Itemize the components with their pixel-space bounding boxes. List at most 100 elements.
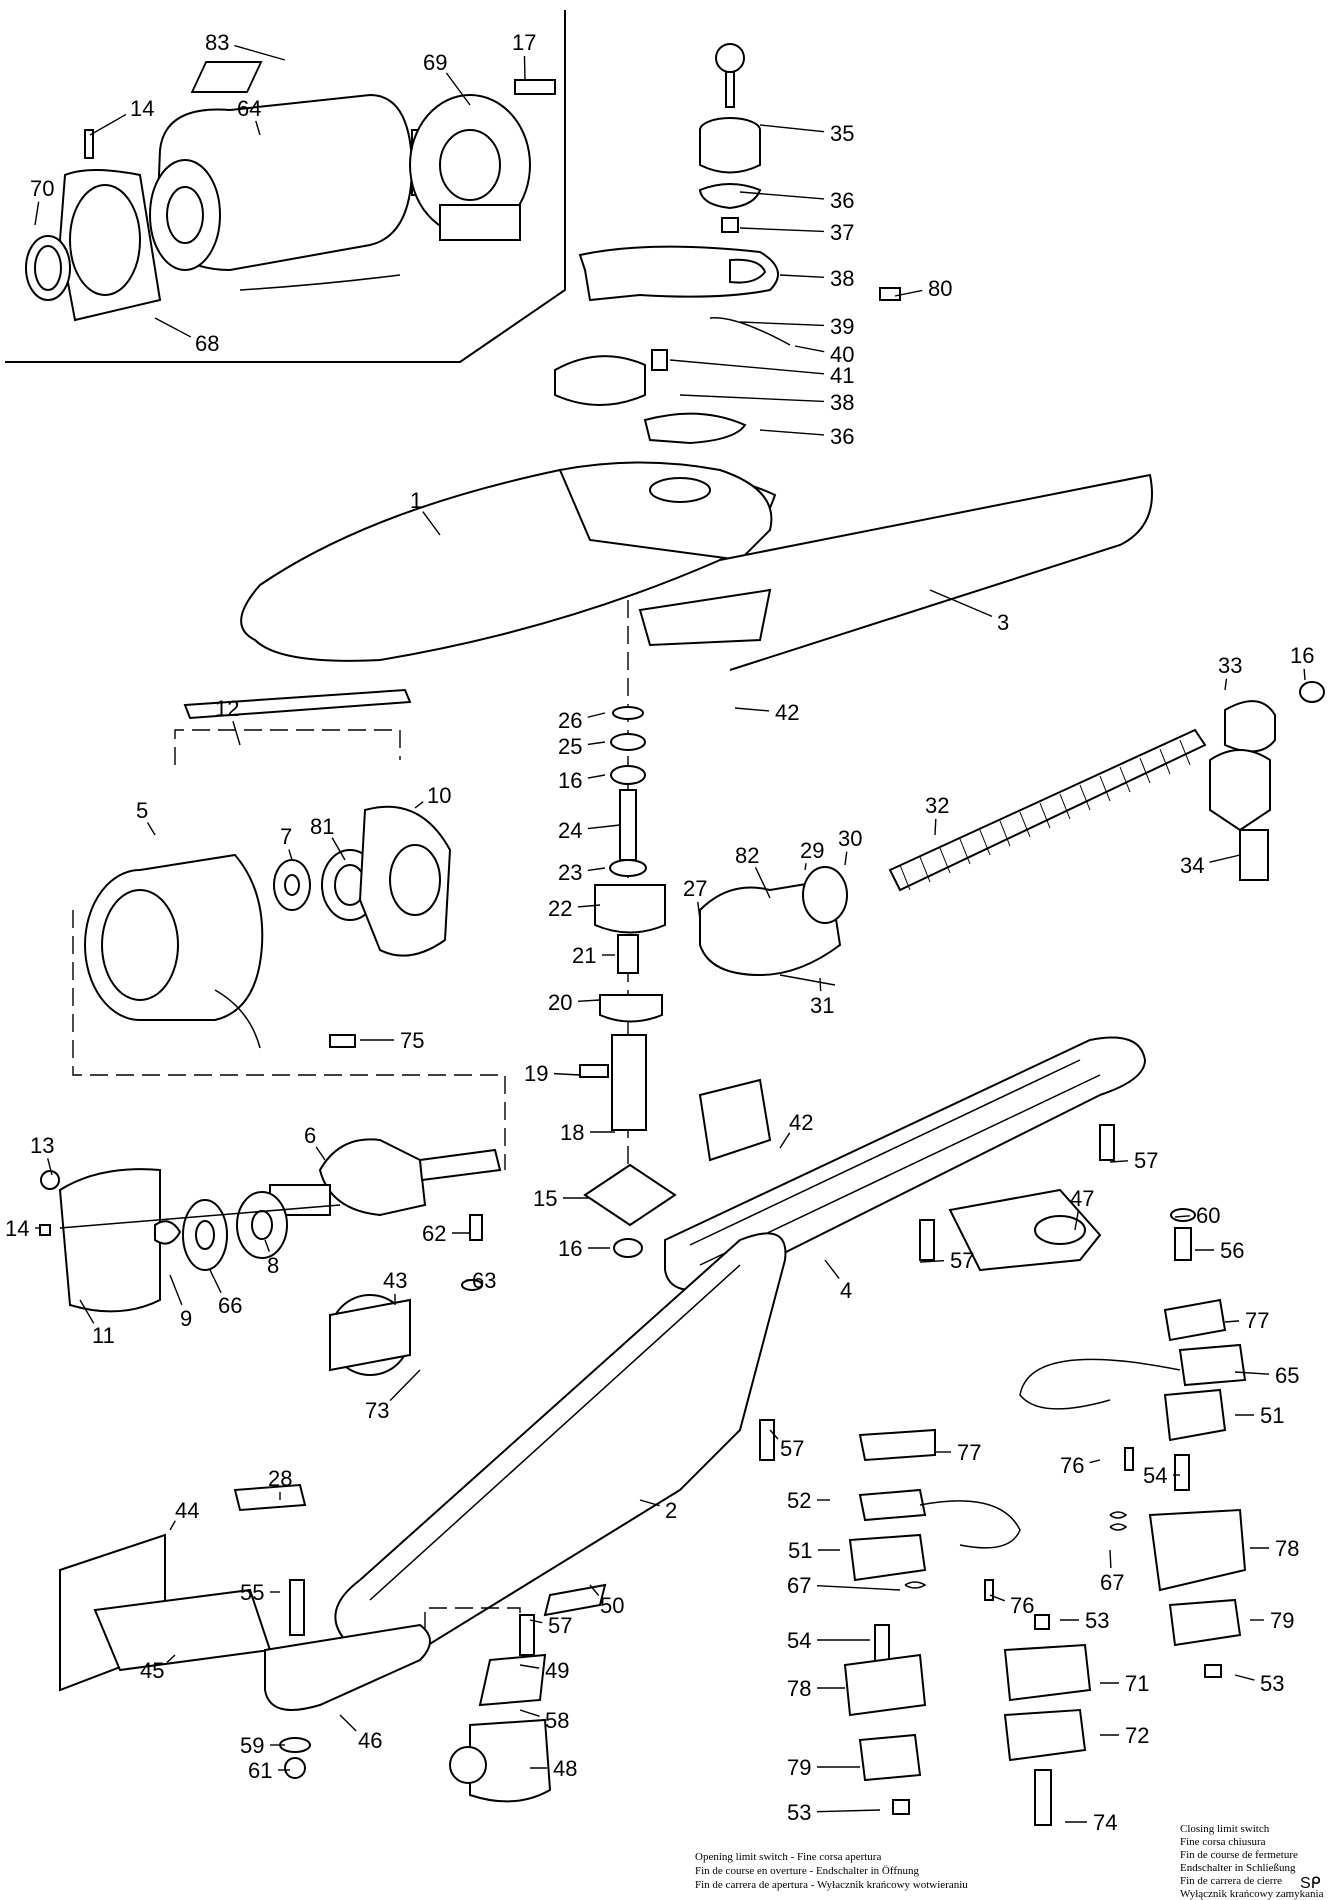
part-label-30: 30 xyxy=(838,826,862,851)
leader-line-64 xyxy=(255,120,261,136)
part-label-15: 15 xyxy=(533,1186,557,1211)
motor-inset-frame xyxy=(5,10,566,363)
leader-line-53 xyxy=(1234,1674,1255,1681)
leader-line-13 xyxy=(47,1158,53,1176)
leader-line-80 xyxy=(894,289,923,297)
part-label-38: 38 xyxy=(830,266,854,291)
part-label-76: 76 xyxy=(1060,1453,1084,1478)
part-label-44: 44 xyxy=(175,1498,199,1523)
leader-line-8 xyxy=(264,1239,270,1252)
leader-line-76 xyxy=(1089,1459,1101,1464)
part-label-25: 25 xyxy=(558,734,582,759)
leader-line-16 xyxy=(1303,668,1306,681)
leader-line-27 xyxy=(697,901,701,921)
part-label-6: 6 xyxy=(304,1123,316,1148)
closing-caption-pl: Wyłącznik krańcowy zamykania xyxy=(1180,1888,1324,1900)
leader-line-68 xyxy=(154,317,192,338)
leader-line-12 xyxy=(232,721,241,746)
leader-line-46 xyxy=(339,1714,357,1732)
cover-assembly xyxy=(240,461,1153,1200)
part-label-9: 9 xyxy=(180,1306,192,1331)
leader-line-44 xyxy=(169,1520,176,1531)
part-label-27: 27 xyxy=(683,876,707,901)
leader-line-47 xyxy=(1074,1211,1079,1231)
leader-line-41 xyxy=(669,359,825,375)
part-label-78: 78 xyxy=(787,1676,811,1701)
part-label-33: 33 xyxy=(1218,653,1242,678)
leader-line-14 xyxy=(89,113,127,136)
part-label-34: 34 xyxy=(1180,853,1204,878)
leader-line-76 xyxy=(989,1594,1006,1602)
part-label-67: 67 xyxy=(787,1573,811,1598)
part-label-28: 28 xyxy=(268,1466,292,1491)
leader-line-2 xyxy=(639,1499,660,1507)
part-label-57: 57 xyxy=(548,1613,572,1638)
leader-line-77 xyxy=(1224,1320,1240,1323)
part-label-52: 52 xyxy=(787,1488,811,1513)
part-label-69: 69 xyxy=(423,50,447,75)
leader-line-73 xyxy=(389,1369,421,1401)
leader-line-24 xyxy=(587,824,621,830)
part-label-67: 67 xyxy=(1100,1570,1124,1595)
leader-line-58 xyxy=(519,1709,540,1718)
leader-line-19 xyxy=(553,1072,581,1076)
part-label-23: 23 xyxy=(558,860,582,885)
leader-line-31 xyxy=(819,977,822,992)
part-label-54: 54 xyxy=(1143,1463,1167,1488)
part-label-71: 71 xyxy=(1125,1671,1149,1696)
part-label-49: 49 xyxy=(545,1658,569,1683)
part-label-83: 83 xyxy=(205,30,229,55)
part-label-45: 45 xyxy=(140,1658,164,1683)
leader-line-81 xyxy=(331,837,346,861)
part-label-13: 13 xyxy=(30,1133,54,1158)
part-label-22: 22 xyxy=(548,896,572,921)
part-label-73: 73 xyxy=(365,1398,389,1423)
part-label-14: 14 xyxy=(5,1216,29,1241)
leader-line-26 xyxy=(587,712,606,718)
part-label-62: 62 xyxy=(422,1221,446,1246)
leader-line-22 xyxy=(577,904,601,908)
closing-caption-en: Closing limit switch xyxy=(1180,1823,1270,1835)
part-label-57: 57 xyxy=(780,1436,804,1461)
part-label-63: 63 xyxy=(472,1268,496,1293)
part-label-1: 1 xyxy=(410,488,422,513)
leader-line-10 xyxy=(414,801,424,809)
part-label-82: 82 xyxy=(735,843,759,868)
leader-line-57 xyxy=(769,1429,779,1440)
part-label-38: 38 xyxy=(830,390,854,415)
closing-caption-de: Endschalter in Schließung xyxy=(1180,1862,1296,1874)
leader-line-45 xyxy=(166,1654,176,1663)
part-label-72: 72 xyxy=(1125,1723,1149,1748)
part-label-78: 78 xyxy=(1275,1536,1299,1561)
part-label-50: 50 xyxy=(600,1593,624,1618)
leader-line-42 xyxy=(734,707,770,712)
part-label-80: 80 xyxy=(928,276,952,301)
part-label-24: 24 xyxy=(558,818,582,843)
leader-line-9 xyxy=(169,1274,183,1306)
leader-line-82 xyxy=(754,867,771,899)
lock-assembly xyxy=(554,43,901,445)
part-label-16: 16 xyxy=(558,1236,582,1261)
part-label-51: 51 xyxy=(788,1538,812,1563)
leader-line-3 xyxy=(929,589,993,618)
part-label-58: 58 xyxy=(545,1708,569,1733)
part-label-4: 4 xyxy=(840,1278,852,1303)
leader-line-36 xyxy=(759,429,825,436)
closing-caption-it: Fine corsa chiusura xyxy=(1180,1836,1266,1848)
leader-line-65 xyxy=(1234,1371,1270,1375)
motor-inset xyxy=(25,61,556,322)
leader-line-67 xyxy=(816,1584,901,1591)
opening-caption-line1: Opening limit switch - Fine corsa apertu… xyxy=(695,1851,881,1863)
part-label-53: 53 xyxy=(1260,1671,1284,1696)
part-label-36: 36 xyxy=(830,188,854,213)
part-label-20: 20 xyxy=(548,990,572,1015)
leader-line-42 xyxy=(779,1132,791,1149)
part-label-10: 10 xyxy=(427,783,451,808)
leader-line-36 xyxy=(739,191,825,200)
leader-line-49 xyxy=(519,1664,540,1669)
part-label-14: 14 xyxy=(130,96,154,121)
leader-line-5 xyxy=(146,822,156,836)
leader-line-66 xyxy=(209,1269,222,1294)
leader-lines xyxy=(34,44,1306,1823)
part-label-48: 48 xyxy=(553,1756,577,1781)
